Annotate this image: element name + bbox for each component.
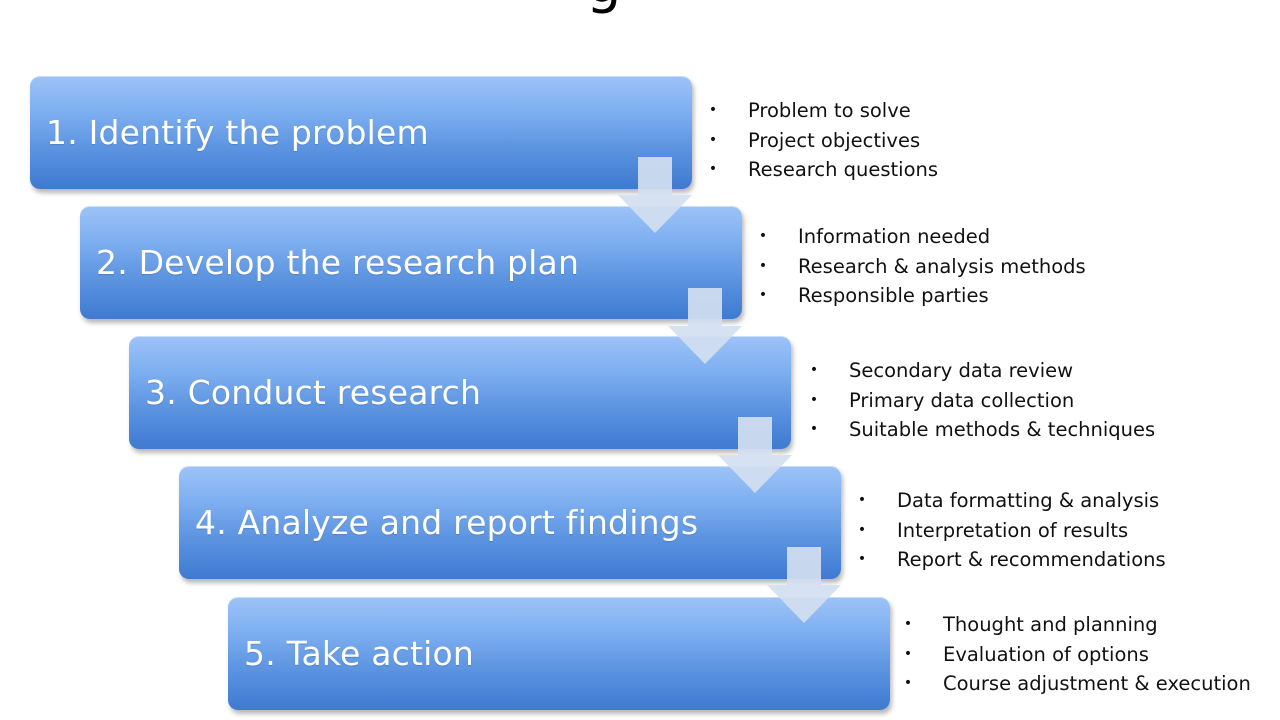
list-item: •Data formatting & analysis (857, 486, 1166, 516)
down-arrow-icon (718, 417, 792, 493)
step-3-bullets: •Secondary data review •Primary data col… (809, 356, 1155, 445)
bullet-icon: • (809, 362, 819, 378)
step-2-label: 2. Develop the research plan (96, 243, 580, 282)
bullet-icon: • (758, 287, 768, 303)
step-5-bullets: •Thought and planning •Evaluation of opt… (903, 610, 1251, 699)
step-4-box: 4. Analyze and report findings (179, 466, 841, 579)
bullet-icon: • (708, 161, 718, 177)
bullet-icon: • (708, 131, 718, 148)
step-5-box: 5. Take action (228, 597, 890, 710)
bullet-icon: • (857, 492, 867, 508)
down-arrow-icon (668, 288, 742, 364)
list-item: •Course adjustment & execution (903, 669, 1251, 699)
list-item: •Project objectives (708, 126, 938, 156)
list-item: •Research questions (708, 155, 938, 185)
step-1-bullets: •Problem to solve •Project objectives •R… (708, 96, 938, 185)
step-1-label: 1. Identify the problem (46, 113, 429, 152)
step-1-box: 1. Identify the problem (30, 76, 692, 189)
list-item: •Research & analysis methods (758, 252, 1086, 282)
step-4-bullets: •Data formatting & analysis •Interpretat… (857, 486, 1166, 575)
down-arrow-icon (618, 157, 692, 233)
bullet-icon: • (903, 616, 913, 632)
step-3-label: 3. Conduct research (145, 373, 482, 412)
bullet-icon: • (758, 257, 768, 274)
list-item: •Suitable methods & techniques (809, 415, 1155, 445)
bullet-icon: • (903, 645, 913, 662)
list-item: •Problem to solve (708, 96, 938, 126)
bullet-icon: • (857, 521, 867, 538)
step-3-box: 3. Conduct research (129, 336, 791, 449)
step-2-box: 2. Develop the research plan (80, 206, 742, 319)
list-item: •Evaluation of options (903, 640, 1251, 670)
list-item: •Primary data collection (809, 386, 1155, 416)
title-fragment: g (586, 0, 622, 12)
list-item: •Interpretation of results (857, 516, 1166, 546)
list-item: •Report & recommendations (857, 545, 1166, 575)
list-item: •Thought and planning (903, 610, 1251, 640)
step-4-label: 4. Analyze and report findings (195, 503, 699, 542)
bullet-icon: • (903, 675, 913, 691)
bullet-icon: • (809, 391, 819, 408)
step-2-bullets: •Information needed •Research & analysis… (758, 222, 1086, 311)
list-item: •Secondary data review (809, 356, 1155, 386)
step-5-label: 5. Take action (244, 634, 474, 673)
bullet-icon: • (857, 551, 867, 567)
list-item: •Information needed (758, 222, 1086, 252)
bullet-icon: • (708, 102, 718, 118)
bullet-icon: • (809, 421, 819, 437)
list-item: •Responsible parties (758, 281, 1086, 311)
bullet-icon: • (758, 228, 768, 244)
down-arrow-icon (767, 547, 841, 623)
